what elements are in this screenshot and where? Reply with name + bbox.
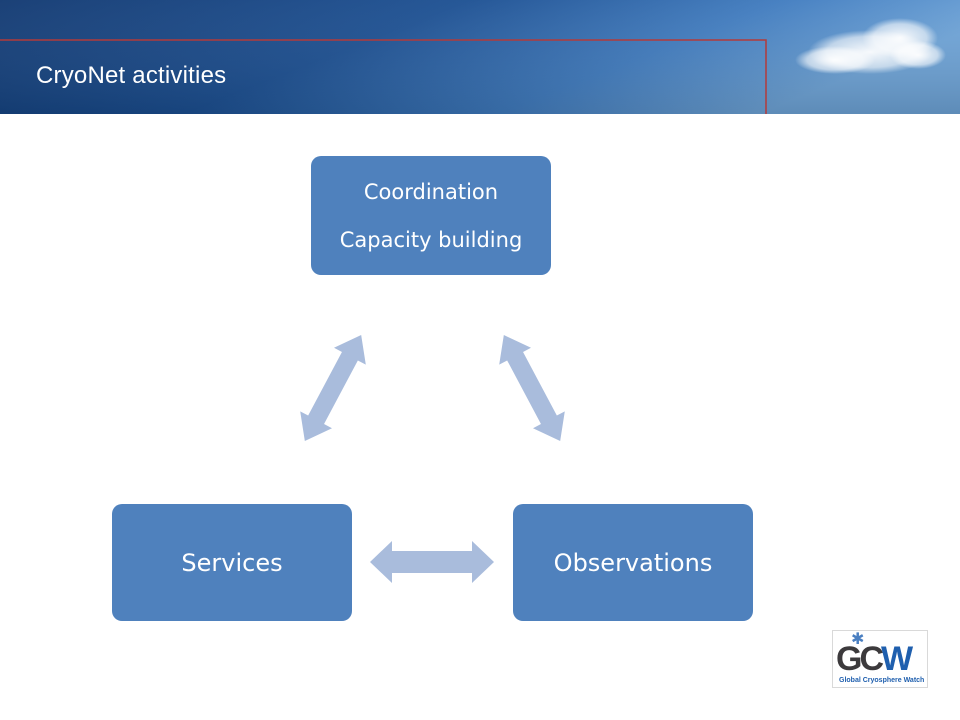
logo-caption: Global Cryosphere Watch [839,677,925,684]
double-arrow-left-right [370,541,494,583]
header-background [0,0,960,114]
logo-letters: GCW [836,640,913,678]
cloud-graphic [795,18,946,74]
snowflake-icon: ✱ [851,630,865,648]
node-top-line-2: Capacity building [339,227,523,252]
header-banner: CryoNet activities [0,0,960,114]
node-observations-label: Observations [553,548,713,577]
header-accent-line [0,39,767,114]
node-services: Services [112,504,352,621]
logo-letter-c: C [859,640,884,678]
node-top-line-1: Coordination [363,179,499,204]
logo-letter-w: W [881,640,913,678]
gcw-logo: ✱ GCW Global Cryosphere Watch [832,630,928,688]
node-observations: Observations [513,504,753,621]
logo-letter-g: G [836,640,863,678]
double-arrow-top-left [300,335,366,441]
node-coordination-capacity-building: Coordination Capacity building [311,156,551,275]
slide-title: CryoNet activities [36,62,227,89]
double-arrow-top-right [499,335,565,441]
node-services-label: Services [181,548,283,577]
